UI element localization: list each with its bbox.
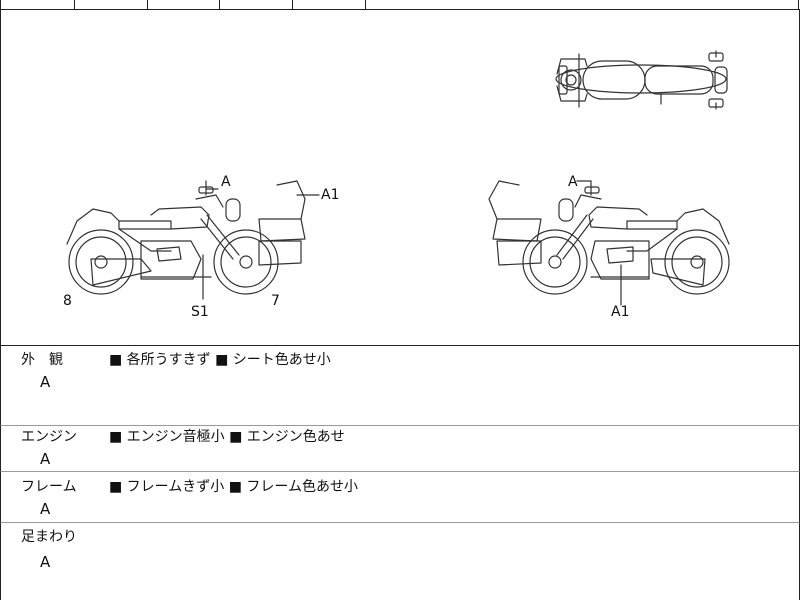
section-notes: ■ エンジン音極小 ■ エンジン色あせ <box>109 429 345 445</box>
header-cell <box>0 0 1 9</box>
section-grade: A <box>40 373 51 391</box>
section-grade: A <box>40 500 51 518</box>
section-notes: ■ 各所うすきず ■ シート色あせ小 <box>109 352 331 368</box>
section-grade: A <box>40 553 51 571</box>
leader-lines <box>202 180 622 306</box>
section-title: 外 観 <box>21 352 63 368</box>
mark-left-S1: S1 <box>191 304 209 320</box>
damage-diagram: A A1 8 S1 7 A A1 <box>0 9 800 346</box>
section-engine: エンジン A ■ エンジン音極小 ■ エンジン色あせ <box>0 426 800 472</box>
header-cell <box>292 0 293 9</box>
mark-left-7: 7 <box>271 293 280 309</box>
mark-left-A1: A1 <box>321 187 340 203</box>
section-grade: A <box>40 450 51 468</box>
mark-left-A: A <box>221 174 231 190</box>
header-cell <box>365 0 366 9</box>
motorcycle-left-view <box>66 180 306 295</box>
section-exterior: 外 観 A ■ 各所うすきず ■ シート色あせ小 <box>0 346 800 426</box>
section-suspension: 足まわり A <box>0 523 800 600</box>
motorcycle-diagram-svg <box>66 50 730 306</box>
header-cell <box>219 0 220 9</box>
mark-right-A1: A1 <box>611 304 630 320</box>
motorcycle-right-view <box>488 180 730 295</box>
top-header-strip <box>0 0 800 10</box>
header-cell <box>798 0 799 9</box>
mark-left-8: 8 <box>63 293 72 309</box>
section-title: 足まわり <box>21 529 77 545</box>
motorcycle-top-view <box>555 50 728 110</box>
section-title: エンジン <box>21 429 77 445</box>
section-frame: フレーム A ■ フレームきず小 ■ フレーム色あせ小 <box>0 472 800 523</box>
header-cell <box>147 0 148 9</box>
mark-right-A: A <box>568 174 578 190</box>
header-cell <box>74 0 75 9</box>
section-title: フレーム <box>21 479 77 495</box>
section-notes: ■ フレームきず小 ■ フレーム色あせ小 <box>109 479 358 495</box>
